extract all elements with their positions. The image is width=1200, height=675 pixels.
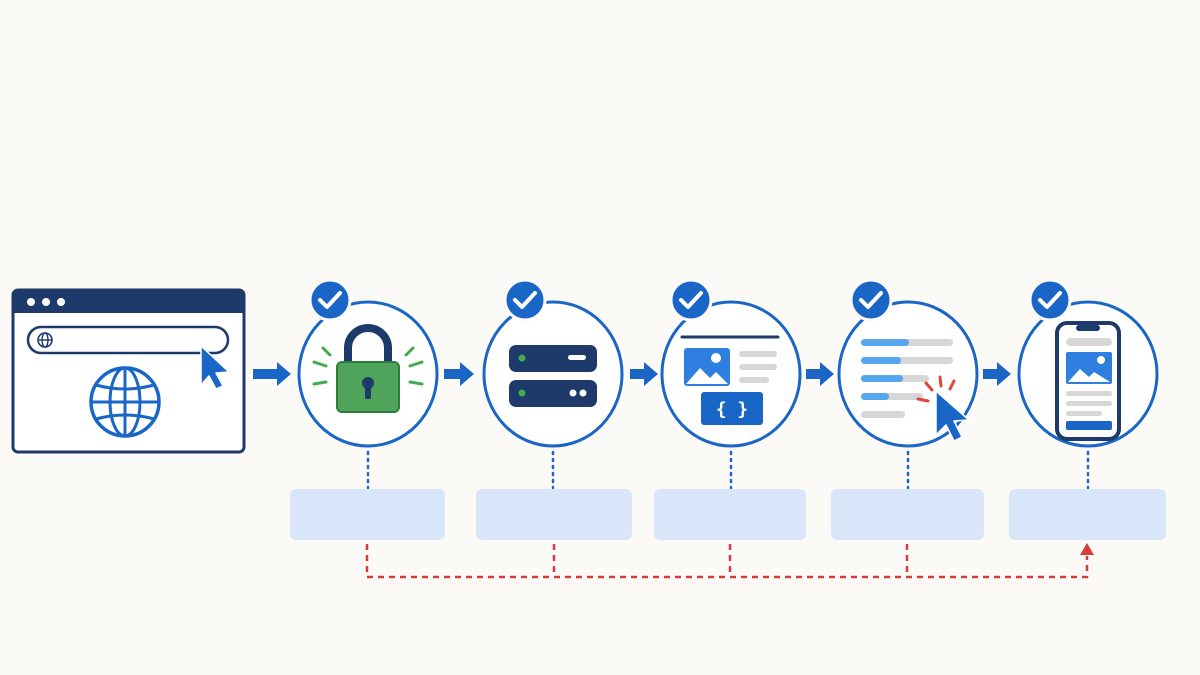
checkmark-badge-icon <box>308 278 352 322</box>
flow-arrows <box>253 362 1011 386</box>
click-cursor-icon <box>935 390 970 442</box>
click-burst-icon <box>916 375 956 403</box>
flow-arrow <box>983 362 1011 386</box>
server-icon <box>509 345 597 407</box>
padlock-icon <box>312 324 424 413</box>
window-dots-icon <box>27 298 65 306</box>
step-server <box>482 278 624 490</box>
mobile-phone-icon <box>1055 321 1121 441</box>
content-lines-icon <box>861 339 953 418</box>
step-interaction <box>837 278 979 490</box>
flow-arrow <box>253 362 291 386</box>
step-label-box <box>654 489 806 540</box>
globe-icon <box>89 366 161 438</box>
checkmark-badge-icon <box>849 278 893 322</box>
step-label-box <box>831 489 984 540</box>
code-braces-icon: { } <box>716 399 749 420</box>
browser-window <box>11 288 246 454</box>
feedback-arrowhead-icon <box>1080 543 1094 555</box>
checkmark-badge-icon <box>1028 278 1072 322</box>
step-mobile <box>1017 278 1159 490</box>
checkmark-badge-icon <box>503 278 547 322</box>
globe-icon <box>37 332 53 348</box>
address-bar[interactable] <box>26 325 230 355</box>
image-placeholder-icon <box>684 348 730 386</box>
flow-arrow <box>630 362 658 386</box>
webpage-code-icon: { } <box>680 335 780 425</box>
step-labels <box>290 489 1166 540</box>
browser-titlebar <box>13 290 244 313</box>
step-label-box <box>476 489 632 540</box>
step-label-box <box>290 489 445 540</box>
step-label-box <box>1009 489 1166 540</box>
feedback-connector <box>365 544 1089 579</box>
cursor-icon <box>200 345 230 390</box>
flow-arrow <box>444 362 474 386</box>
step-render: { } <box>660 278 802 490</box>
flow-arrow <box>806 362 834 386</box>
step-https-lock <box>297 278 439 490</box>
checkmark-badge-icon <box>669 278 713 322</box>
